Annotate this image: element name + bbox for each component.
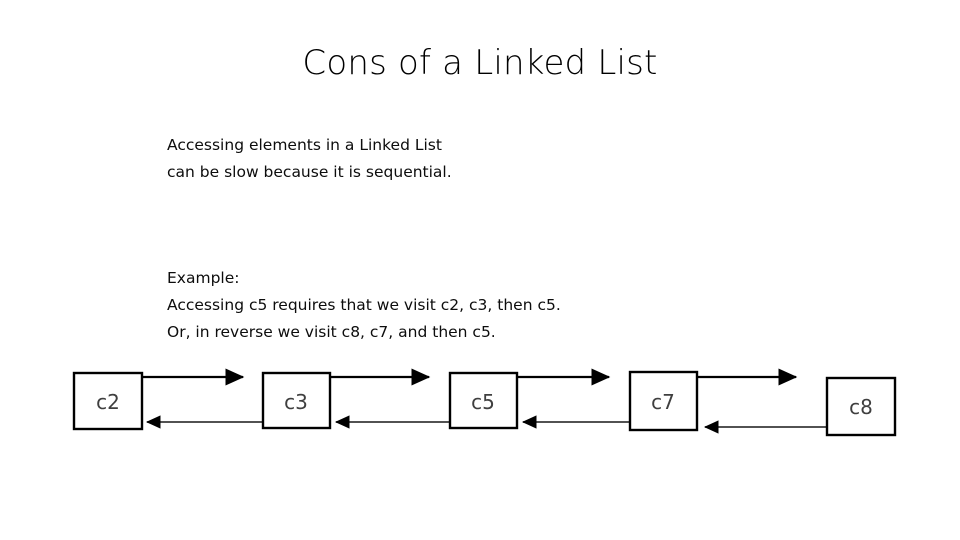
intro-line-2: can be slow because it is sequential. [167,163,452,181]
node-box-c3[interactable] [261,371,332,430]
example-line-1: Example: [167,269,240,287]
example-line-3: Or, in reverse we visit c8, c7, and then… [167,323,496,341]
node-box-c7[interactable] [628,370,699,432]
node-c7[interactable]: c7 [628,370,699,432]
node-label-c8: c8 [849,395,873,419]
node-box-c2[interactable] [72,371,144,431]
node-label-c2: c2 [96,390,120,414]
intro-text-block: Accessing elements in a Linked List can … [167,132,452,186]
example-text-block: Example: Accessing c5 requires that we v… [167,265,561,346]
node-c5[interactable]: c5 [448,371,519,430]
intro-line-1: Accessing elements in a Linked List [167,136,442,154]
node-c8[interactable]: c8 [825,376,897,437]
node-c2[interactable]: c2 [72,371,144,431]
backward-links [145,415,890,434]
node-c3[interactable]: c3 [261,371,332,430]
node-label-c3: c3 [284,390,308,414]
node-box-c5[interactable] [448,371,519,430]
node-label-c7: c7 [651,390,675,414]
example-line-2: Accessing c5 requires that we visit c2, … [167,296,561,314]
linked-list-diagram: c2 c3 c5 c7 c8 [0,355,960,455]
node-box-c8[interactable] [825,376,897,437]
node-label-c5: c5 [471,390,495,414]
page-title: Cons of a Linked List [302,43,658,83]
